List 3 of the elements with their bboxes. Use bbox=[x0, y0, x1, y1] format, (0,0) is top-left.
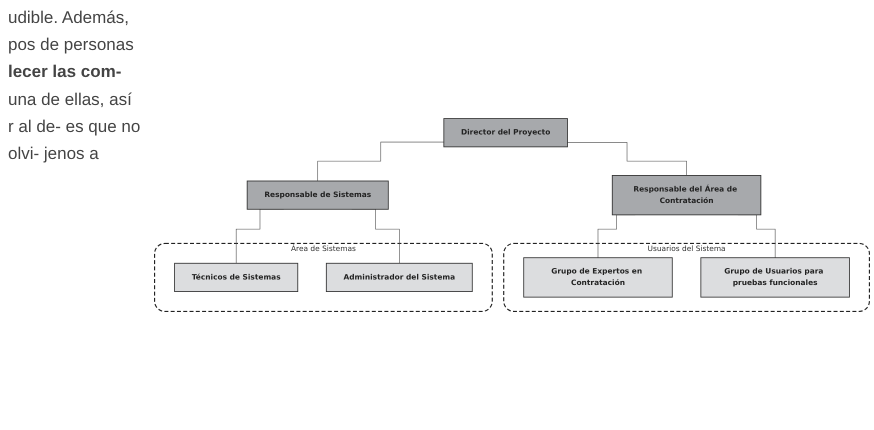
body-paragraph: udible. Además, pos de personas lecer las com- una de ellas, así r al de- es que no olvi- jenos a bbox=[8, 7, 142, 165]
connector bbox=[567, 142, 687, 176]
connector bbox=[317, 142, 444, 182]
